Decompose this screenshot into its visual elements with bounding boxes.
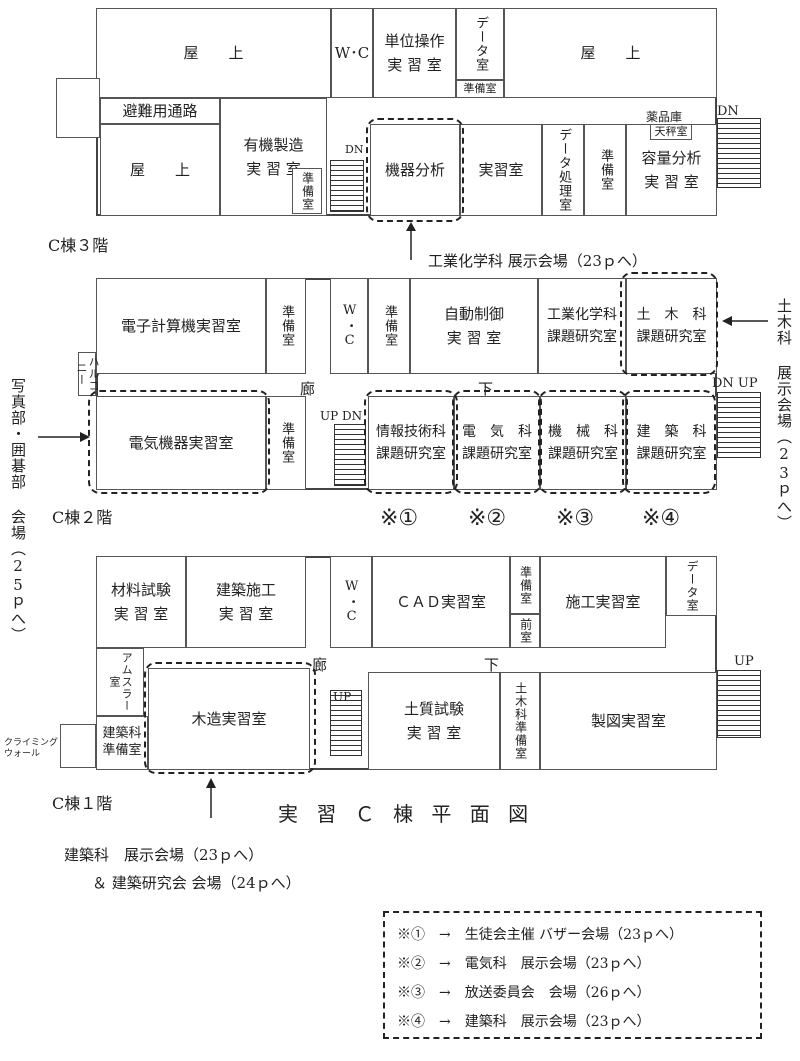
room-chem-research: 工業化学科 課題研究室 bbox=[538, 278, 626, 374]
highlight-instrument[interactable] bbox=[366, 118, 464, 222]
callout-civil[interactable]: 土木科 展示会場（23ｐへ） bbox=[775, 298, 793, 531]
highlight-mark4[interactable] bbox=[622, 390, 716, 494]
room-cad: ＣＡＤ実習室 bbox=[372, 556, 510, 648]
room-data-proc: データ処理室 bbox=[542, 124, 584, 216]
room-arch-research: 建 築 科 課題研究室 bbox=[626, 396, 717, 490]
stairs-3f-left bbox=[330, 160, 364, 212]
stair-label-3f-left: DN bbox=[345, 143, 364, 156]
room-electrical-lab: 電気機器実習室 bbox=[96, 396, 266, 490]
stair-label-3f-right: DN bbox=[717, 104, 739, 119]
mark-1: ※① bbox=[380, 506, 419, 531]
room-civil-research: 土 木 科 課題研究室 bbox=[626, 278, 717, 374]
room-data-top: データ室 bbox=[456, 8, 504, 80]
legend-item-3: ※③ → 放送委員会 会場（26ｐへ） bbox=[397, 985, 651, 1001]
room-unit-ops: 単位操作 実 習 室 bbox=[373, 8, 456, 98]
highlight-electrical-lab[interactable] bbox=[88, 390, 270, 494]
corridor-2f-right: 下 bbox=[478, 380, 494, 398]
arrow-up-3f bbox=[406, 222, 416, 260]
highlight-mark3[interactable] bbox=[538, 390, 628, 494]
stairs-1f-right bbox=[717, 670, 761, 738]
room-materials: 材料試験 実 習 室 bbox=[96, 556, 186, 648]
stairs-1f-left bbox=[330, 690, 362, 756]
room-rooftop-bottom: 屋 上 bbox=[100, 124, 220, 216]
legend-item-4: ※④ → 建築科 展示会場（23ｐへ） bbox=[397, 1014, 651, 1030]
escape-path: 避難用通路 bbox=[100, 98, 220, 124]
room-wc-3f: W･C bbox=[331, 8, 373, 98]
room-prep-small: 準備室 bbox=[456, 80, 504, 98]
room-soil: 土質試験 実 習 室 bbox=[368, 672, 500, 770]
room-balance: 天秤室 bbox=[650, 124, 692, 140]
floor3-title: C棟３階 bbox=[48, 236, 109, 255]
arrow-right-photo bbox=[38, 432, 90, 442]
legend-box: ※① → 生徒会主催 バザー会場（23ｐへ） ※② → 電気科 展示会場（23ｐ… bbox=[383, 911, 762, 1039]
callout-chem[interactable]: 工業化学科 展示会場（23ｐへ） bbox=[428, 252, 647, 270]
arrow-left-civil bbox=[722, 316, 768, 326]
arrow-up-1f bbox=[206, 778, 216, 818]
room-auto-control: 自動制御 実 習 室 bbox=[410, 278, 538, 374]
stairs-2f-left bbox=[334, 424, 366, 486]
room-civil-prep: 土木科準備室 bbox=[500, 672, 540, 770]
room-wc-2f: W・C bbox=[330, 278, 368, 374]
highlight-wood[interactable] bbox=[144, 662, 316, 774]
room-instrument: 機器分析 bbox=[370, 124, 460, 216]
room-prep-vertical: 準備室 bbox=[292, 168, 322, 214]
climbing-wall-label: クライミング ウォール bbox=[4, 738, 59, 759]
stair-label-1f-left: UP bbox=[333, 690, 352, 704]
room-front: 前室 bbox=[510, 614, 540, 648]
room-data-1f: データ室 bbox=[666, 556, 717, 616]
floor1-title: C棟１階 bbox=[52, 794, 113, 813]
corridor-1f-right: 下 bbox=[484, 656, 500, 674]
mark-3: ※③ bbox=[556, 506, 595, 531]
room-construction: 建築施工 実 習 室 bbox=[186, 556, 306, 648]
mark-2: ※② bbox=[468, 506, 507, 531]
room-wood: 木造実習室 bbox=[148, 668, 310, 770]
escape-stub bbox=[56, 78, 100, 138]
stair-label-1f-right: UP bbox=[734, 654, 754, 669]
legend-item-1: ※① → 生徒会主催 バザー会場（23ｐへ） bbox=[397, 927, 683, 943]
room-rooftop-left: 屋 上 bbox=[96, 8, 331, 98]
room-prep2-3f: 準備室 bbox=[584, 124, 626, 216]
stairs-3f-right bbox=[717, 118, 761, 188]
room-arch-prep: 建築科 準備室 bbox=[96, 716, 148, 770]
room-prep-b: 準備室 bbox=[368, 278, 410, 374]
stairs-2f-right bbox=[717, 392, 761, 458]
stair-label-2f-right: DN UP bbox=[712, 376, 758, 391]
highlight-mark2[interactable] bbox=[452, 390, 542, 494]
balcony: ハルコニー bbox=[75, 352, 100, 396]
room-chem-store: 薬品庫 bbox=[646, 110, 683, 124]
plan-title: 実 習 Ｃ 棟 平 面 図 bbox=[278, 802, 535, 826]
room-elec-research: 電 気 科 課題研究室 bbox=[454, 396, 540, 490]
room-amsler: アムスラー室 bbox=[96, 648, 144, 716]
room-computer: 電子計算機実習室 bbox=[96, 278, 266, 374]
callout-photo[interactable]: 写真部・囲碁部 会場（25ｐへ） bbox=[9, 378, 27, 643]
room-info-research: 情報技術科 課題研究室 bbox=[368, 396, 454, 490]
room-wc-1f: W・C bbox=[330, 556, 372, 648]
highlight-civil[interactable] bbox=[620, 272, 718, 376]
corridor-2f-left: 廊 bbox=[300, 380, 316, 398]
room-prep-c: 準備室 bbox=[266, 396, 306, 490]
room-prep-a: 準備室 bbox=[266, 278, 306, 374]
highlight-mark1[interactable] bbox=[364, 390, 458, 494]
corridor-1f-left: 廊 bbox=[312, 656, 328, 674]
room-rooftop-right: 屋 上 bbox=[504, 8, 717, 98]
mark-4: ※④ bbox=[642, 506, 681, 531]
room-exec-lab: 施工実習室 bbox=[540, 556, 666, 648]
callout-arch-1[interactable]: 建築科 展示会場（23ｐへ） bbox=[64, 846, 264, 864]
room-lab-3f: 実習室 bbox=[460, 124, 542, 216]
floor2-title: C棟２階 bbox=[52, 508, 113, 527]
stair-label-2f-left: UP DN bbox=[320, 409, 363, 423]
climbing-wall-box bbox=[60, 724, 96, 768]
room-drafting: 製図実習室 bbox=[540, 672, 717, 770]
room-prep-d: 準備室 bbox=[510, 556, 540, 614]
legend-item-2: ※② → 電気科 展示会場（23ｐへ） bbox=[397, 956, 651, 972]
callout-arch-2[interactable]: ＆ 建築研究会 会場（24ｐへ） bbox=[92, 874, 301, 892]
room-mech-research: 機 械 科 課題研究室 bbox=[540, 396, 626, 490]
